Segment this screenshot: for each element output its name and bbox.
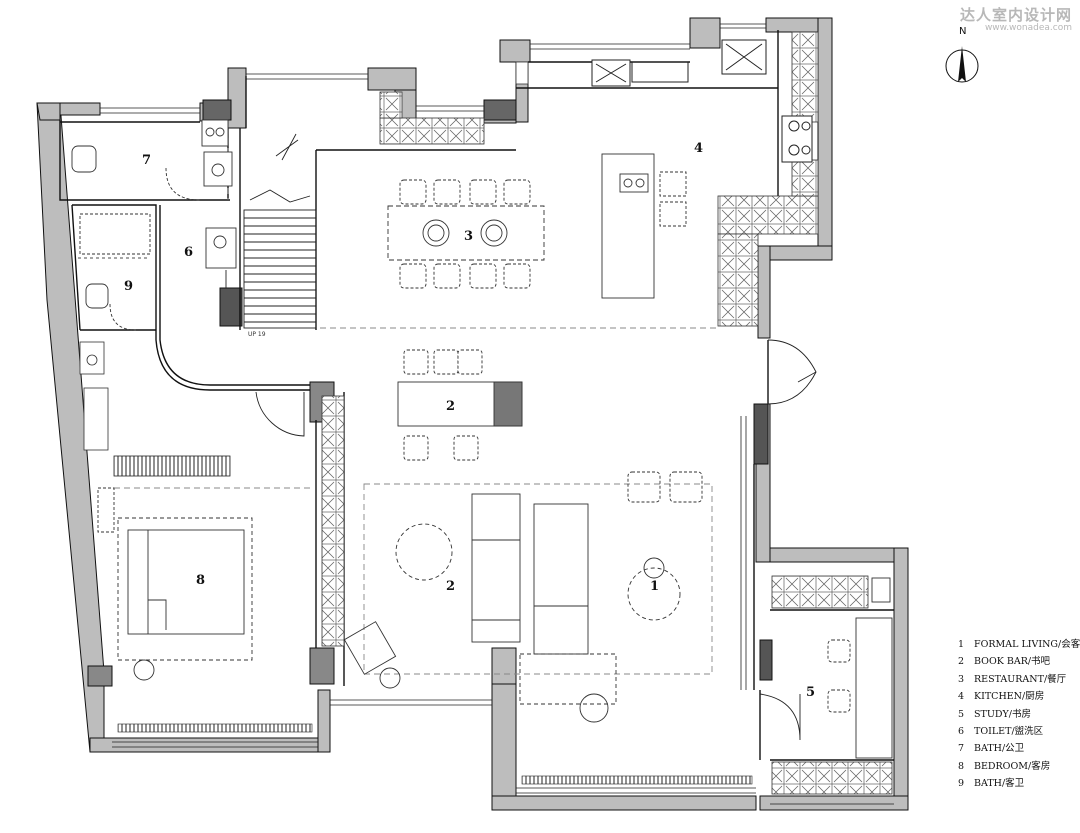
bath-7-fixtures: [71, 119, 233, 201]
south-wall-left: [89, 737, 331, 753]
doors: [225, 270, 817, 741]
exterior-walls: [36, 17, 909, 811]
compass-north-label: N: [959, 26, 967, 37]
study-door: [759, 693, 801, 741]
radiator-strips: [113, 455, 753, 785]
bedroom-furniture: [97, 487, 253, 681]
stair-treads: [244, 217, 316, 323]
bedroom-door: [255, 391, 305, 437]
living-furniture: [343, 471, 703, 723]
room-number-6: 6: [184, 245, 193, 260]
room-number-4: 4: [694, 141, 703, 156]
bedroom-closet: [79, 341, 109, 451]
windows: [100, 23, 894, 805]
dining-chairs: [399, 179, 531, 289]
cooktop: [781, 115, 813, 163]
kitchen-east-wall: [817, 17, 833, 261]
watermark-site-name: 达人室内设计网: [959, 6, 1072, 24]
stair-label: UP 19: [248, 331, 266, 338]
watermark: 达人室内设计网 www.wonadea.com: [960, 4, 1072, 33]
room-number-9: 9: [124, 279, 133, 294]
book-bar: [397, 349, 523, 461]
dining-table: [387, 179, 545, 289]
main-entry-door: [767, 339, 817, 405]
room-number-2-bar: 2: [446, 399, 455, 414]
study-furniture: [827, 577, 893, 759]
room-number-1: 1: [650, 579, 659, 594]
kitchen-island: [601, 153, 687, 299]
room-number-3: 3: [464, 229, 473, 244]
compass-arrow-icon: [945, 46, 979, 83]
watermark-url: www.wonadea.com: [984, 23, 1072, 33]
room-number-8: 8: [196, 573, 205, 588]
room-number-7: 7: [142, 153, 151, 168]
room-number-2-living: 2: [446, 579, 455, 594]
room-numbers: 1 2 2 3 4 5 6 7 8 9: [124, 141, 815, 700]
staircase: [243, 133, 317, 329]
toilet-6-fixtures: [205, 227, 237, 269]
cabinets: [321, 31, 893, 795]
room-number-5: 5: [806, 685, 815, 700]
north-compass: N: [944, 26, 980, 86]
bath-9-fixtures: [79, 213, 151, 331]
kitchen-sinks: [591, 39, 767, 87]
